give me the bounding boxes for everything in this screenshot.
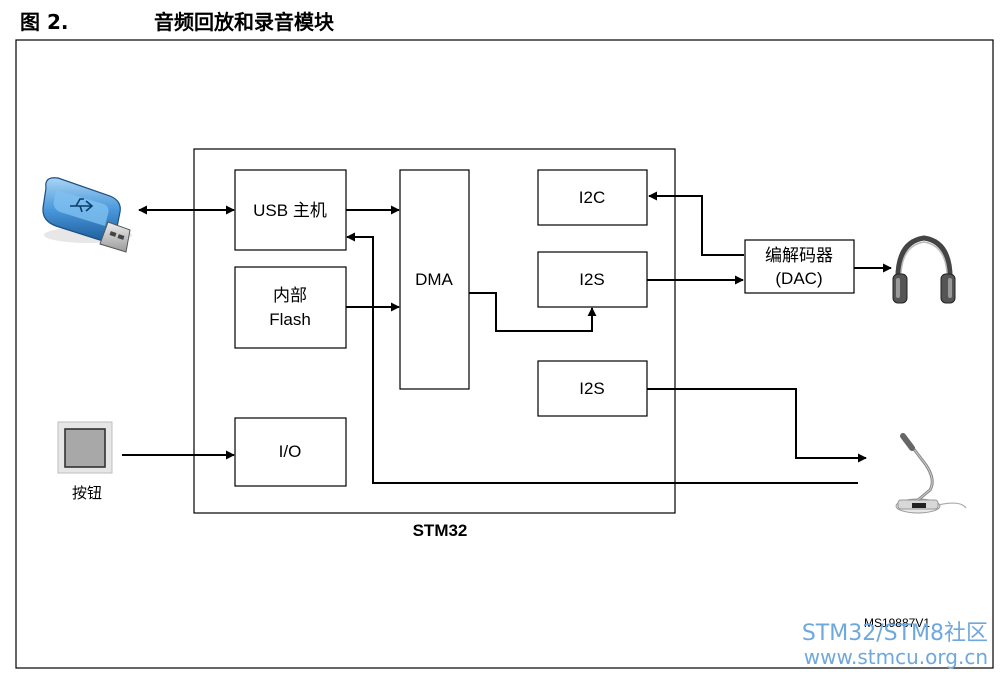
- figure-title: 音频回放和录音模块: [154, 10, 334, 34]
- i2c-label: I2C: [579, 188, 605, 207]
- usb-host-block: [234, 169, 347, 251]
- button-label: 按钮: [72, 484, 102, 502]
- dma-label: DMA: [415, 270, 453, 289]
- i2s-playback-block: [537, 251, 648, 308]
- codec-label-line2: (DAC): [775, 269, 822, 288]
- usb-drive-icon: [42, 177, 132, 253]
- codec-dac-block: [744, 239, 855, 294]
- i2s-to-microphone-arrow: [647, 388, 867, 463]
- codec-label-line1: 编解码器: [765, 246, 833, 265]
- internal-flash-label-line1: 内部: [273, 286, 307, 305]
- stm32-block: [193, 148, 676, 514]
- headphones-icon: [892, 235, 956, 304]
- i2c-block: [537, 169, 648, 226]
- microphone-icon: [895, 433, 967, 514]
- io-label: I/O: [279, 442, 302, 461]
- dma-block: [399, 169, 470, 390]
- internal-flash-block: [234, 266, 347, 349]
- codec-to-i2c-arrow: [648, 191, 744, 256]
- usb-host-label: USB 主机: [253, 201, 327, 220]
- watermark-line2: www.stmcu.org.cn: [804, 645, 988, 669]
- microphone-to-usb-arrow: [346, 232, 858, 484]
- dma-to-i2s-arrow: [469, 292, 597, 332]
- stm32-label: STM32: [413, 521, 468, 540]
- watermark-line1: STM32/STM8社区: [802, 621, 988, 646]
- io-block: [234, 417, 347, 487]
- figure-frame: [15, 39, 994, 669]
- i2s-playback-label: I2S: [579, 270, 605, 289]
- push-button-icon: [57, 421, 113, 474]
- figure-number: 图 2.: [20, 10, 69, 34]
- figure-id: MS19887V1: [864, 616, 930, 630]
- i2s-record-label: I2S: [579, 379, 605, 398]
- internal-flash-label-line2: Flash: [269, 310, 311, 329]
